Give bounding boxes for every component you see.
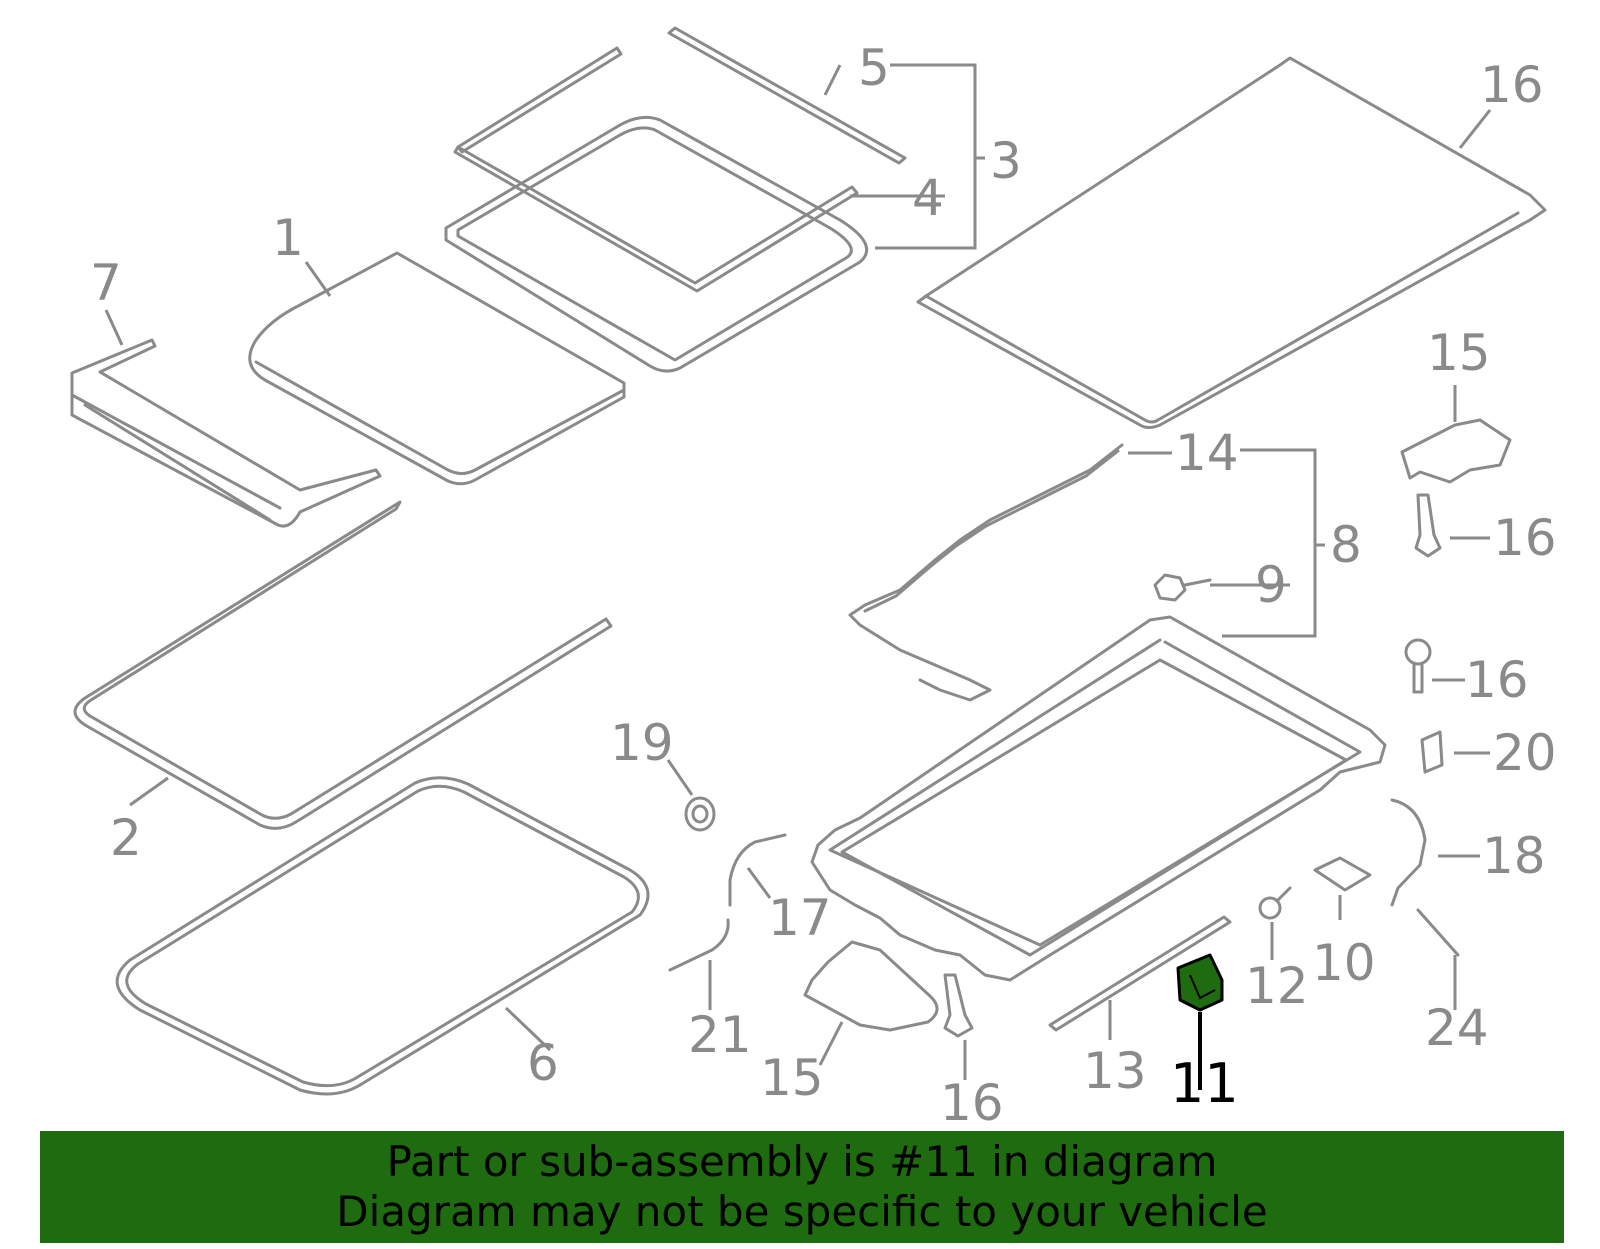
callout-6: 6: [527, 1034, 559, 1092]
callout-10: 10: [1312, 934, 1376, 992]
callout-14: 14: [1175, 424, 1239, 482]
part-15-motor-lower: [803, 940, 939, 1032]
part-16-bolt-upper: [1414, 493, 1442, 558]
part-24-pin: [1416, 908, 1460, 957]
callout-11-highlighted: 11: [1170, 1052, 1239, 1115]
part-2-seal: [73, 500, 613, 830]
callout-1: 1: [272, 209, 304, 267]
callout-20: 18: [1482, 827, 1546, 885]
info-banner: Part or sub-assembly is #11 in diagram D…: [40, 1131, 1564, 1243]
part-22-clip: [1420, 730, 1444, 774]
part-19-hose: [728, 833, 787, 907]
part-9-bolt: [1153, 573, 1212, 602]
callout-17: 16: [1480, 56, 1544, 114]
callout-23: 21: [688, 1006, 752, 1064]
part-21-grommet: [684, 796, 716, 832]
banner-line-1: Part or sub-assembly is #11 in diagram: [386, 1137, 1218, 1186]
part-1-glass: [248, 251, 626, 486]
part-7-deflector: [70, 338, 382, 528]
callout-5: 5: [858, 39, 890, 97]
part-15-bracket-upper: [1400, 418, 1512, 484]
callout-21: 19: [610, 714, 674, 772]
part-14-cable: [848, 443, 1124, 702]
part-23-hose: [668, 918, 730, 972]
part-4-seal: [453, 145, 859, 293]
callout-19: 17: [768, 889, 832, 947]
part-8-frame: [810, 615, 1387, 982]
callout-22: 20: [1493, 724, 1557, 782]
callout-3: 3: [990, 132, 1022, 190]
part-13-strip: [1048, 915, 1232, 1032]
callout-9: 9: [1255, 556, 1287, 614]
part-11-highlighted: [1176, 953, 1224, 1012]
callout-13: 13: [1083, 1042, 1147, 1100]
callout-8: 8: [1330, 516, 1362, 574]
callout-15-upper: 15: [1427, 324, 1491, 382]
part-6-gasket: [115, 776, 650, 1096]
part-16-bolt-lower: [943, 973, 974, 1038]
callout-2: 2: [110, 809, 142, 867]
callout-18: 16: [1465, 651, 1529, 709]
part-20-hose: [1390, 798, 1427, 907]
leader-lines: [104, 63, 1492, 1090]
callout-24: 24: [1425, 999, 1489, 1057]
banner-line-2: Diagram may not be specific to your vehi…: [336, 1187, 1268, 1236]
callout-16-upper: 16: [1493, 509, 1557, 567]
callout-16-lower: 16: [940, 1074, 1004, 1132]
part-12-nut: [1258, 886, 1292, 920]
part-17-sunshade: [916, 56, 1547, 429]
callout-7: 7: [90, 254, 122, 312]
part-18-screw: [1404, 638, 1432, 694]
callout-4: 4: [912, 169, 944, 227]
part-10-pad: [1313, 856, 1372, 892]
part-3-frame: [444, 115, 869, 373]
part-5-strip: [456, 26, 907, 165]
callout-15-lower: 15: [760, 1049, 824, 1107]
callout-12: 12: [1245, 957, 1309, 1015]
